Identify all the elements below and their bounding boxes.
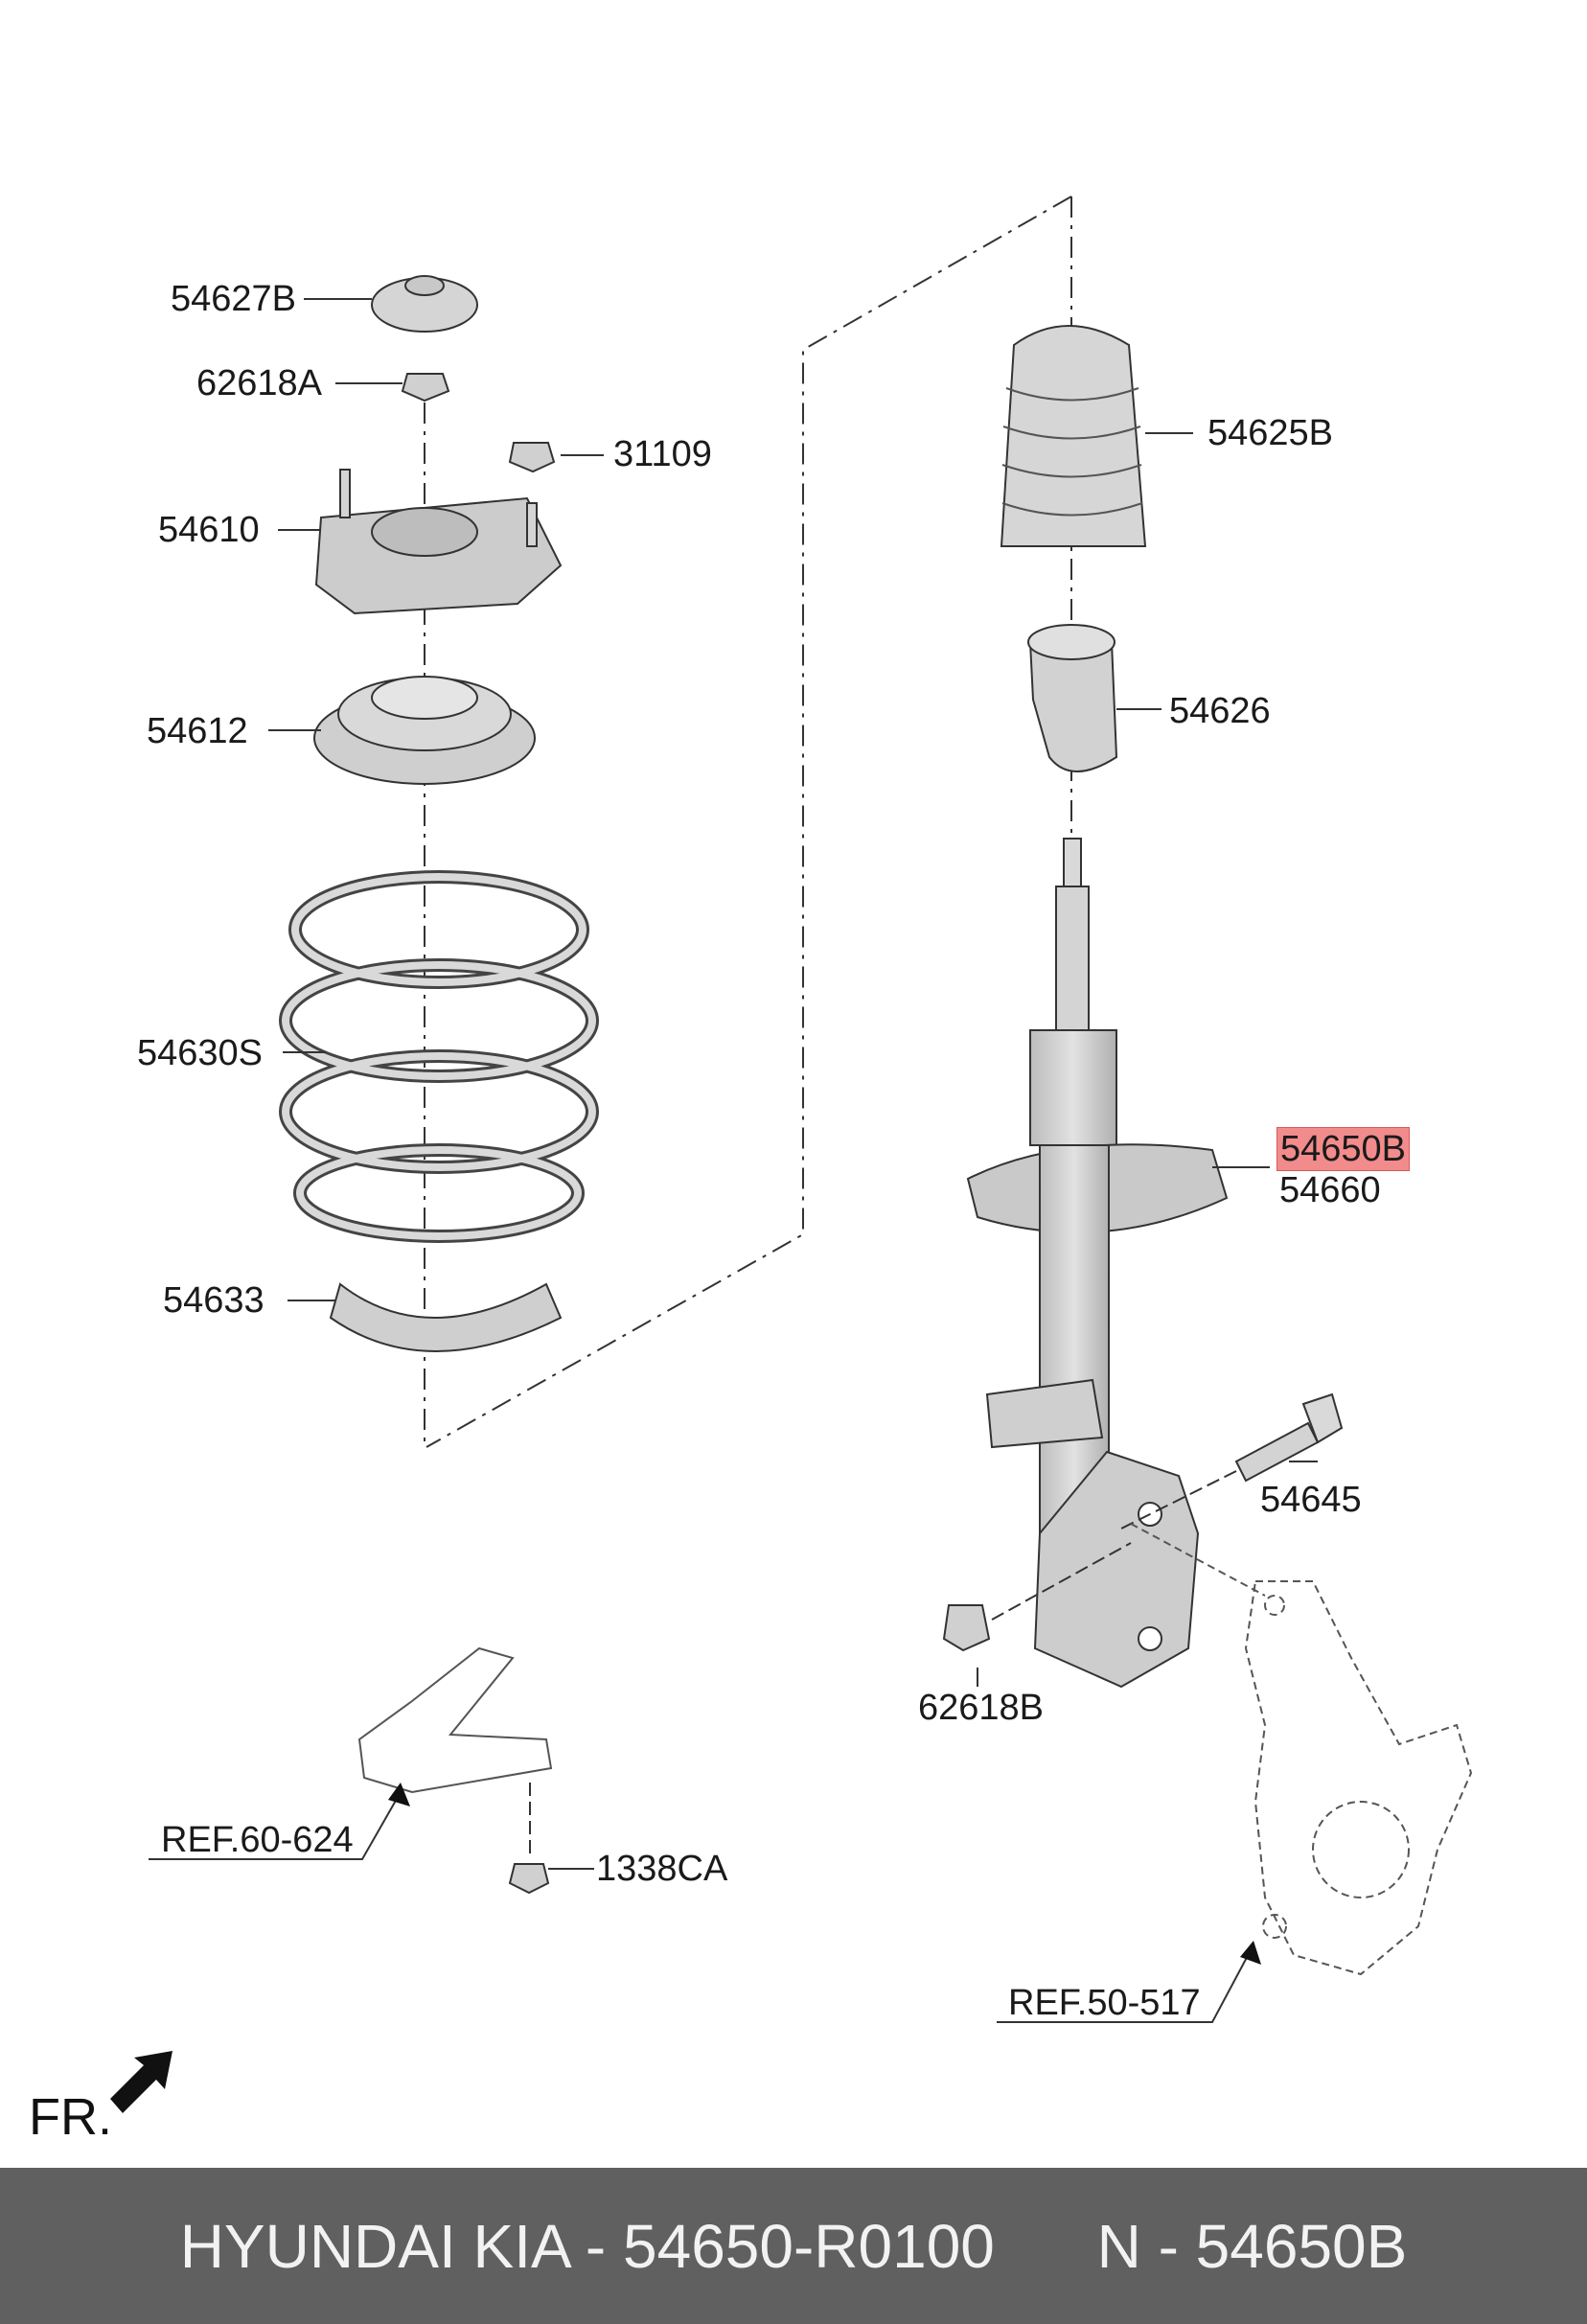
label-54645: 54645 [1260, 1480, 1362, 1520]
label-62618B: 62618B [918, 1688, 1045, 1728]
front-direction-label: FR. [29, 2088, 112, 2146]
part-31109 [508, 442, 556, 473]
label-54626: 54626 [1169, 691, 1271, 731]
front-direction-arrow [110, 2051, 172, 2113]
footer-part-number: HYUNDAI KIA - 54650-R0100 [179, 2211, 995, 2281]
part-number-footer: HYUNDAI KIA - 54650-R0100 N - 54650B [0, 2168, 1587, 2324]
label-54612: 54612 [147, 711, 248, 751]
ref-arrowheads [388, 1783, 1261, 1965]
steering-knuckle [1130, 1523, 1473, 1976]
part-54626 [1027, 624, 1118, 772]
part-62618A [401, 373, 450, 403]
control-arm-ref-60-624 [357, 1646, 553, 1859]
part-54625B [1000, 325, 1147, 547]
label-62618A: 62618A [196, 363, 323, 403]
label-54630S: 54630S [137, 1033, 264, 1073]
leader-lines [149, 298, 1318, 2023]
label-54625B: 54625B [1208, 413, 1334, 453]
part-54612 [313, 676, 536, 785]
label-ref-60-624: REF.60-624 [161, 1820, 354, 1860]
footer-diagram-code: N - 54650B [1096, 2211, 1408, 2281]
label-54633: 54633 [163, 1280, 264, 1321]
part-54650B-strut [966, 838, 1229, 1689]
part-54633 [329, 1282, 563, 1352]
part-54627B [371, 275, 478, 333]
label-1338CA: 1338CA [596, 1849, 728, 1889]
part-1338CA [508, 1863, 550, 1895]
label-54610: 54610 [158, 510, 260, 550]
part-54645 [1120, 1392, 1344, 1530]
label-ref-50-517: REF.50-517 [1008, 1983, 1201, 2023]
assembly-guide-line [424, 196, 1072, 1448]
label-54650B-highlighted: 54650B [1276, 1127, 1411, 1171]
part-54610 [314, 469, 563, 615]
part-62618B [942, 1542, 1132, 1652]
footer-spacer [995, 2211, 1097, 2282]
label-54627B: 54627B [171, 279, 297, 319]
label-31109: 31109 [613, 434, 712, 474]
label-54660: 54660 [1279, 1170, 1381, 1210]
spring-highlight [282, 873, 596, 1240]
exploded-parts-diagram [110, 196, 1473, 2113]
